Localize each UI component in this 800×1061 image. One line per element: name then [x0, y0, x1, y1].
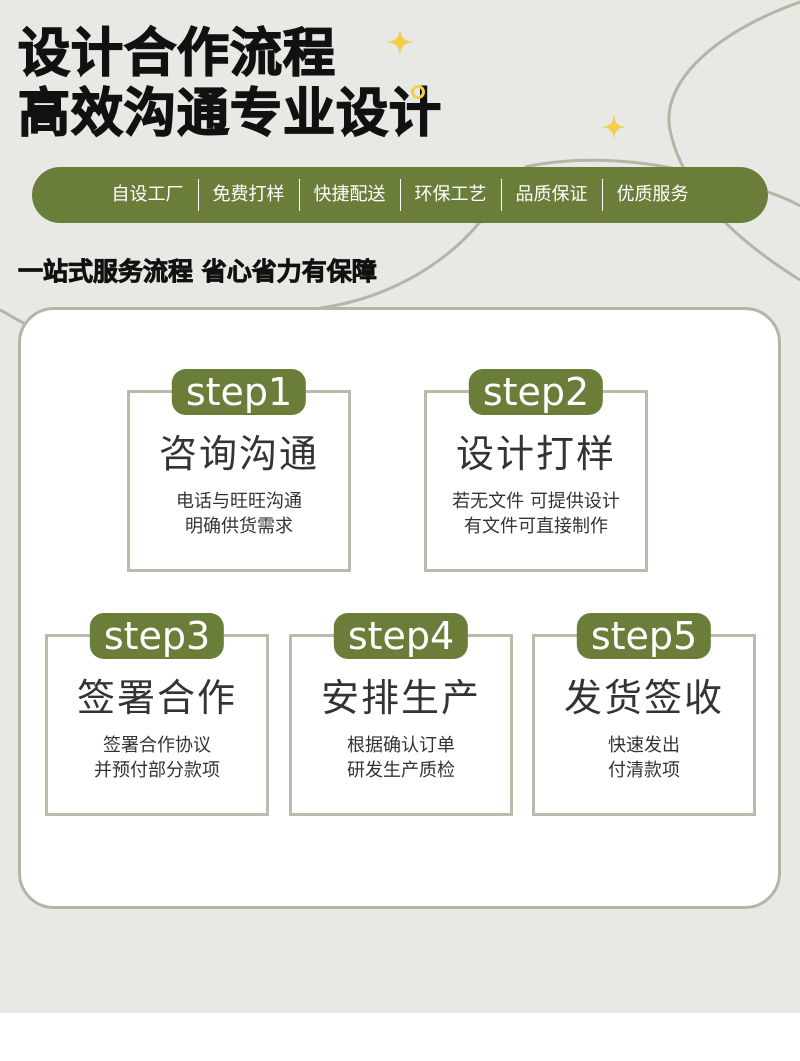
step-description: 根据确认订单 研发生产质检	[347, 735, 455, 781]
feature-item: 环保工艺	[399, 179, 501, 211]
step-description: 若无文件 可提供设计 有文件可直接制作	[452, 491, 620, 537]
step-description: 签署合作协议 并预付部分款项	[94, 735, 220, 781]
step-title: 设计打样	[455, 432, 616, 476]
feature-item: 免费打样	[197, 179, 299, 211]
feature-item: 品质保证	[500, 179, 602, 211]
feature-item: 快捷配送	[298, 179, 400, 211]
sparkle-icon	[386, 28, 414, 56]
headline-highlight: 流程	[229, 24, 337, 84]
step-card-3: step3 签署合作 签署合作协议 并预付部分款项	[45, 613, 269, 816]
headline-line2: 高效沟通专业设计	[17, 84, 443, 144]
headline-line1: 设计合作流程	[17, 24, 337, 84]
step-description: 快速发出 付清款项	[608, 735, 680, 781]
feature-bar: 自设工厂 免费打样 快捷配送 环保工艺 品质保证 优质服务	[32, 167, 768, 223]
step-title: 安排生产	[320, 676, 481, 720]
page-canvas: 设计合作流程 高效沟通专业设计 自设工厂 免费打样 快捷配送 环保工艺 品质保证…	[0, 0, 800, 1013]
ring-icon	[411, 85, 425, 99]
step-title: 发货签收	[563, 676, 724, 720]
step-badge: step4	[333, 613, 469, 659]
step-title: 咨询沟通	[158, 432, 319, 476]
step-badge: step2	[468, 369, 604, 415]
step-card-5: step5 发货签收 快速发出 付清款项	[532, 613, 756, 816]
headline-prefix: 设计合作	[17, 24, 231, 84]
sparkle-icon	[601, 114, 627, 140]
step-badge: step1	[171, 369, 307, 415]
feature-item: 优质服务	[601, 179, 703, 211]
step-title: 签署合作	[76, 676, 237, 720]
step-badge: step3	[89, 613, 225, 659]
step-description: 电话与旺旺沟通 明确供货需求	[176, 491, 302, 537]
step-badge: step5	[576, 613, 712, 659]
step-card-1: step1 咨询沟通 电话与旺旺沟通 明确供货需求	[127, 369, 351, 572]
section-subtitle: 一站式服务流程 省心省力有保障	[18, 257, 378, 287]
step-card-4: step4 安排生产 根据确认订单 研发生产质检	[289, 613, 513, 816]
feature-item: 自设工厂	[111, 184, 184, 205]
step-card-2: step2 设计打样 若无文件 可提供设计 有文件可直接制作	[424, 369, 648, 572]
